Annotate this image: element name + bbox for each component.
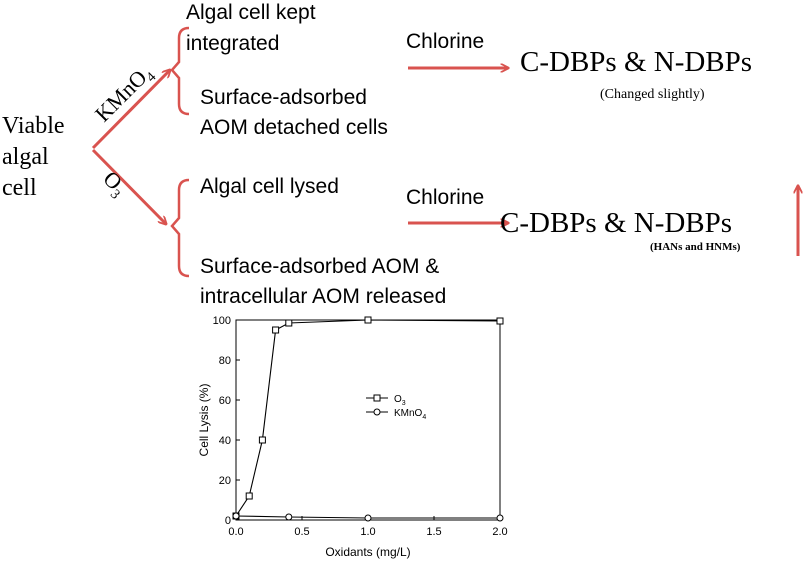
data-point-square — [364, 316, 372, 324]
data-point-square — [496, 317, 504, 325]
x-tick-label: 2.0 — [492, 526, 507, 538]
kmno4-product-note: (Changed slightly) — [600, 87, 705, 102]
legend-label: KMnO4 — [394, 408, 426, 421]
kmno4-effects: Algal cell kept integrated Surface-adsor… — [186, 1, 388, 139]
data-point-square — [245, 492, 253, 500]
data-point-circle — [364, 514, 372, 522]
start-line-1: Viable — [2, 113, 65, 139]
kmno4-effect-1-line-1: Algal cell kept — [186, 1, 316, 24]
x-tick-label: 0.0 — [228, 526, 243, 538]
x-axis-label: Oxidants (mg/L) — [325, 545, 410, 559]
o3-effects: Algal cell lysed Surface-adsorbed AOM & … — [200, 175, 446, 308]
data-point-circle — [496, 514, 504, 522]
o3-product: C-DBPs & N-DBPs — [500, 207, 732, 239]
y-tick-label: 80 — [219, 355, 231, 367]
x-tick-label: 1.0 — [360, 526, 375, 538]
start-node: Viable algal cell — [2, 113, 65, 201]
data-point-circle — [232, 512, 240, 520]
y-tick-label: 40 — [219, 435, 231, 447]
kmno4-reagent: Chlorine — [406, 30, 484, 53]
kmno4-label: KMnO4 — [90, 60, 160, 130]
y-tick-label: 20 — [219, 475, 231, 487]
o3-reagent: Chlorine — [406, 186, 484, 209]
o3-arrow — [91, 148, 166, 224]
legend-marker-circle — [373, 408, 381, 416]
series-line-square — [235, 319, 501, 517]
series-line-circle — [235, 515, 500, 519]
plot-frame — [235, 319, 501, 521]
start-line-2: algal — [2, 144, 49, 170]
x-tick-label: 0.5 — [294, 526, 309, 538]
data-point-square — [285, 319, 293, 327]
o3-effect-1-line-1: Algal cell lysed — [200, 175, 339, 198]
kmno4-effect-1-line-2: integrated — [186, 32, 279, 55]
top-effects-bracket — [170, 26, 190, 116]
bottom-effects-bracket — [170, 178, 190, 278]
y-tick-label: 60 — [219, 395, 231, 407]
y-tick-label: 0 — [225, 515, 231, 527]
y-axis-label: Cell Lysis (%) — [197, 384, 211, 457]
data-point-circle — [285, 513, 293, 521]
data-point-square — [258, 436, 266, 444]
legend-marker-square — [373, 394, 381, 402]
o3-effect-2-line-1: Surface-adsorbed AOM & — [200, 255, 439, 278]
o3-effect-2-line-2: intracellular AOM released — [200, 285, 446, 308]
start-line-3: cell — [2, 175, 37, 201]
kmno4-effect-2-line-1: Surface-adsorbed — [200, 86, 367, 109]
kmno4-effect-2-line-2: AOM detached cells — [200, 116, 388, 139]
x-tick-label: 1.5 — [426, 526, 441, 538]
legend-label: O3 — [394, 394, 406, 407]
kmno4-product: C-DBPs & N-DBPs — [520, 46, 752, 78]
y-tick-label: 100 — [213, 315, 231, 327]
kmno4-arrow — [91, 70, 170, 150]
data-point-square — [272, 326, 280, 334]
o3-product-note: (HANs and HNMs) — [650, 241, 741, 253]
